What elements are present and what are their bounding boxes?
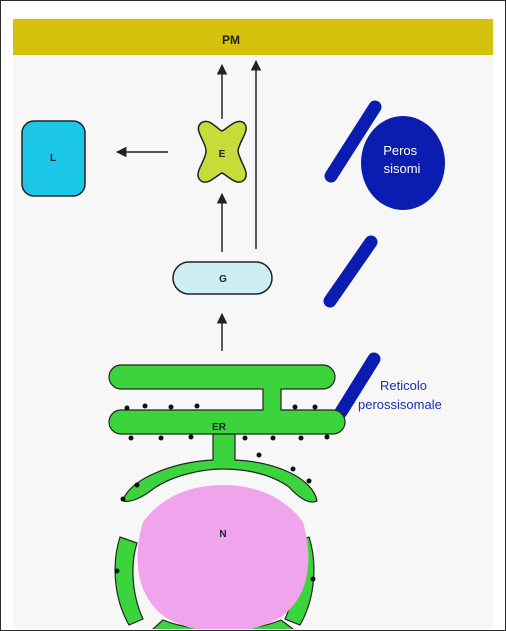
lysosome [21, 120, 86, 197]
plasma-membrane-bar [13, 19, 493, 55]
peroxisome-label-line2: sisomi [384, 161, 421, 176]
peroxisome [361, 116, 445, 210]
cell-organelle-diagram: PM L E G Peros sisomi [13, 19, 493, 629]
peroxisome-tubule-middle [323, 235, 378, 308]
peroxisome-tubule-top [324, 100, 382, 183]
plasma-membrane-label: PM [222, 33, 240, 47]
lysosome-label: L [50, 153, 56, 164]
peroxisome-label: Peros sisomi [383, 143, 421, 176]
peroxisome-tubule-bottom [334, 352, 381, 419]
golgi-apparatus [172, 261, 273, 295]
er-label: ER [212, 422, 227, 433]
peroxisomal-er-label-line2: perossisomale [358, 397, 442, 412]
endosome-label: E [219, 149, 226, 160]
golgi-label: G [219, 274, 227, 285]
endosome [197, 120, 247, 183]
nucleus [137, 485, 309, 629]
peroxisomal-er-label-line1: Reticolo [380, 378, 427, 393]
endoplasmic-reticulum [108, 364, 346, 629]
peroxisome-label-line1: Peros [383, 143, 417, 158]
ribosomes [114, 403, 330, 582]
nucleus-label: N [219, 529, 226, 540]
diagram-canvas: PM L E G Peros sisomi [13, 17, 493, 629]
peroxisomal-er-label: Reticolo perossisomale [358, 378, 442, 412]
